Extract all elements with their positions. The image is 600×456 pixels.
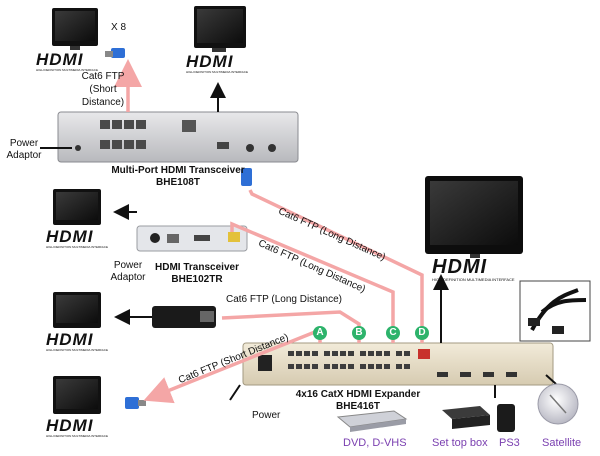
power-adaptor-2-line-1: Power — [113, 260, 143, 271]
hdmi-logo-3-word: HDMI — [46, 227, 94, 246]
port-a-letter: A — [316, 327, 324, 338]
port-d-letter: D — [418, 327, 426, 338]
hdmi-logo-5-tagline: HIGH DEFINITION MULTIMEDIA INTERFACE — [46, 434, 108, 438]
receiver-dongle — [152, 306, 216, 328]
hdmi-logo-2-word: HDMI — [186, 52, 234, 71]
bhe416t-name: 4x16 CatX HDMI Expander — [295, 389, 421, 400]
power-adaptor-label-2: Power Adaptor — [104, 260, 152, 284]
source-dvd-label: DVD, D-VHS — [343, 437, 407, 449]
cat6-short-label: Cat6 FTP (Short Distance) — [76, 70, 130, 109]
hdmi-logo-1: HDMI HIGH DEFINITION MULTIMEDIA INTERFAC… — [36, 50, 98, 72]
bhe108t-device — [57, 111, 299, 163]
source-ps3-label: PS3 — [499, 437, 520, 449]
port-b-letter: B — [355, 327, 363, 338]
port-d-badge — [415, 326, 429, 340]
dvd-player — [336, 410, 408, 432]
hdmi-logo-4-tagline: HIGH DEFINITION MULTIMEDIA INTERFACE — [46, 348, 108, 352]
tv-top-center — [194, 6, 246, 52]
port-c-badge — [386, 326, 400, 340]
port-b-badge — [352, 326, 366, 340]
tv-left-1 — [53, 189, 101, 225]
hdmi-logo-2-tagline: HIGH DEFINITION MULTIMEDIA INTERFACE — [186, 70, 248, 74]
bhe108t-model: BHE108T — [156, 177, 200, 188]
power-adaptor-1-line-1: Power — [9, 138, 39, 149]
port-a-badge — [313, 326, 327, 340]
hdmi-logo-3: HDMI HIGH DEFINITION MULTIMEDIA INTERFAC… — [46, 227, 108, 249]
hdmi-logo-3-tagline: HIGH DEFINITION MULTIMEDIA INTERFACE — [46, 245, 108, 249]
cat6-short-line-2: (Short — [89, 84, 117, 95]
hdmi-logo-5: HDMI HIGH DEFINITION MULTIMEDIA INTERFAC… — [46, 416, 108, 438]
tv-top-left — [52, 8, 98, 50]
source-satellite-label: Satellite — [542, 437, 582, 449]
hdmi-logo-1-word: HDMI — [36, 50, 84, 69]
bhe102tr-device — [136, 225, 248, 252]
hdmi-plug-top — [105, 48, 125, 58]
bhe108t-name: Multi-Port HDMI Transceiver — [111, 165, 245, 176]
bhe102tr-name: HDMI Transceiver — [155, 262, 239, 273]
hdmi-logo-6-word: HDMI — [432, 256, 488, 278]
power-adaptor-2-line-2: Adaptor — [110, 272, 146, 283]
port-badges — [313, 326, 429, 340]
port-c-letter: C — [389, 327, 397, 338]
hdmi-logo-5-word: HDMI — [46, 416, 94, 435]
satellite-dish — [537, 383, 579, 425]
cable-long-label-3: Cat6 FTP (Long Distance) — [226, 294, 342, 305]
tv-left-2 — [53, 292, 101, 328]
hdmi-plug-bottom — [125, 397, 146, 409]
cat6-short-line-1: Cat6 FTP — [81, 71, 125, 82]
bhe102tr-model: BHE102TR — [171, 274, 223, 285]
bhe416t-device — [242, 342, 554, 386]
quantity-label: X 8 — [111, 22, 127, 33]
tv-large — [425, 176, 523, 258]
hdmi-plug-mid — [241, 168, 252, 186]
hdmi-output-arrows — [40, 82, 557, 401]
hdmi-logo-2: HDMI HIGH DEFINITION MULTIMEDIA INTERFAC… — [186, 52, 248, 74]
tv-left-3 — [53, 376, 101, 414]
hdmi-logo-6-tagline: HIGH DEFINITION MULTIMEDIA INTERFACE — [432, 277, 515, 282]
source-settop-label: Set top box — [432, 437, 488, 449]
hdmi-logo-4: HDMI HIGH DEFINITION MULTIMEDIA INTERFAC… — [46, 330, 108, 352]
ps3-console — [497, 404, 515, 432]
hdmi-logo-6: HDMI HIGH DEFINITION MULTIMEDIA INTERFAC… — [432, 256, 515, 282]
hdmi-logo-1-tagline: HIGH DEFINITION MULTIMEDIA INTERFACE — [36, 68, 98, 72]
power-adaptor-label-1: Power Adaptor — [3, 138, 45, 162]
bhe416t-model: BHE416T — [336, 401, 380, 412]
hdmi-cable-inset — [519, 280, 591, 342]
hdmi-logo-4-word: HDMI — [46, 330, 94, 349]
power-label: Power — [252, 410, 281, 421]
power-adaptor-1-line-2: Adaptor — [6, 150, 42, 161]
cat6-short-line-3: Distance) — [81, 97, 125, 108]
set-top-box — [442, 406, 490, 429]
